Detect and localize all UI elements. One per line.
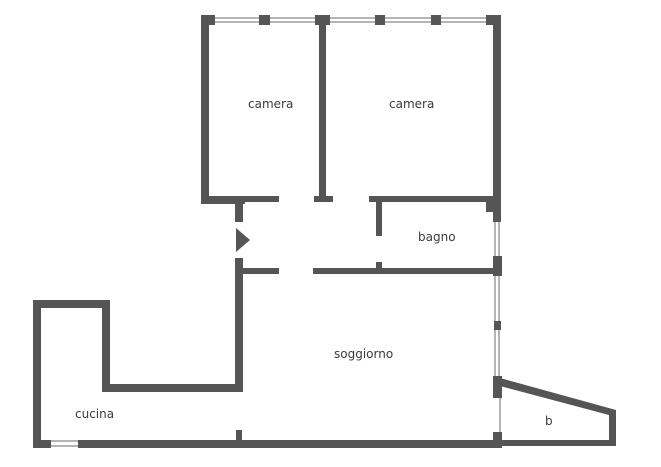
wall-bottom (78, 440, 502, 448)
wall-bagno-top (369, 196, 499, 202)
wall-bagno-left-foot (376, 262, 382, 270)
room-label-camera-right: camera (389, 97, 434, 111)
wall-right-upper (493, 16, 501, 222)
wall-kitchen-top (102, 384, 243, 392)
wall-kitchen-left (33, 300, 41, 448)
top-pillar-3 (315, 15, 330, 25)
top-pillar-5 (431, 15, 441, 25)
room-label-cucina: cucina (75, 407, 114, 421)
wall-corridor-bottom-right (313, 268, 499, 274)
wall-entrance-bottom (235, 258, 243, 392)
bagno-corner-pillar (486, 202, 496, 212)
top-pillar-6 (486, 15, 501, 25)
wall-kitchen-outer-top (33, 300, 110, 308)
room-label-balcony: b (545, 414, 553, 428)
wall-right-pillar-3 (493, 376, 502, 398)
wall-bedroom-left (201, 16, 209, 204)
wall-bedroom-bottom-left (201, 196, 245, 204)
entrance-arrow-icon (236, 228, 250, 252)
top-pillar-2 (259, 15, 270, 25)
balcony-wall (500, 378, 616, 446)
wall-corridor-top-left (243, 196, 279, 202)
room-label-bagno: bagno (418, 230, 456, 244)
wall-divider-foot (314, 196, 333, 202)
wall-entrance-top (235, 196, 243, 222)
room-label-camera-left: camera (248, 97, 293, 111)
wall-right-pillar-1 (493, 256, 502, 276)
wall-bagno-left (376, 196, 382, 236)
windows (51, 17, 501, 447)
wall-bottom-left-stub (33, 440, 51, 448)
wall-right-pillar-2 (494, 321, 501, 330)
wall-corridor-bottom-left (243, 268, 279, 274)
walls (33, 16, 616, 448)
wall-kitchen-step (102, 302, 110, 392)
wall-right-pillar-4 (493, 432, 502, 446)
top-pillar-1 (201, 15, 215, 25)
top-pillar-4 (375, 15, 385, 25)
top-pillars (201, 15, 501, 212)
wall-soggiorno-stub (236, 430, 242, 440)
room-label-soggiorno: soggiorno (334, 347, 393, 361)
wall-bedroom-divider (319, 16, 326, 196)
